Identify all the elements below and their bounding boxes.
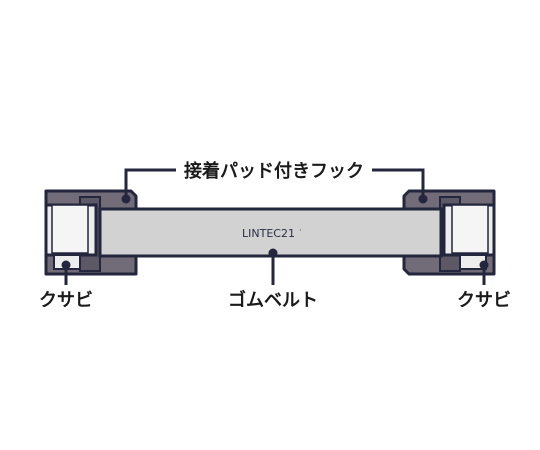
brand-text: LINTEC21 [242, 227, 295, 240]
belt-callout-dot [268, 248, 278, 258]
right-wedge-callout-dot [479, 260, 489, 270]
hook-callout-right-dot [418, 194, 428, 204]
right-wedge-label: クサビ [457, 290, 511, 311]
left-wedge-label: クサビ [39, 290, 93, 311]
left-wedge-inner [51, 204, 89, 254]
brand-mark: · [299, 226, 302, 235]
hook-callout-left-dot [121, 194, 131, 204]
right-hook-assembly [402, 189, 496, 276]
hook-callout-left-leader [124, 168, 176, 199]
belt-label: ゴムベルト [228, 289, 318, 311]
left-wedge-callout-dot [61, 260, 71, 270]
hook-callout [124, 168, 425, 199]
right-wedge-inner [451, 204, 489, 254]
hook-callout-right-leader [372, 168, 425, 199]
hook-label: 接着パッド付きフック [184, 160, 364, 182]
